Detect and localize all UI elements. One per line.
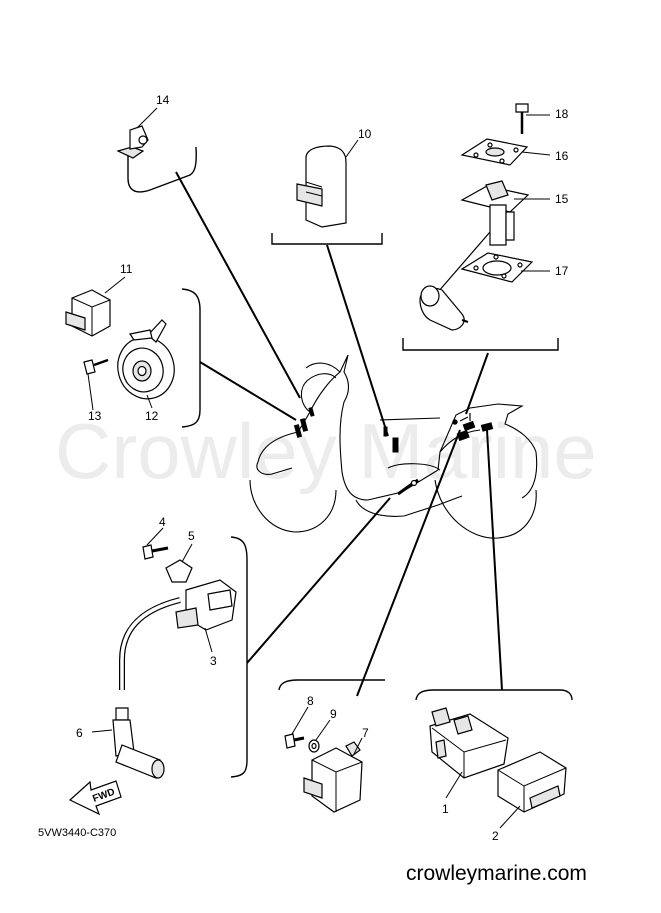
group-fuel-sender (402, 103, 559, 415)
forward-direction-arrow: FWD (68, 780, 122, 816)
callout-10: 10 (358, 127, 372, 141)
diagram-code: 5VW3440-C370 (38, 827, 116, 839)
watermark-text: Crowley Marine (55, 407, 597, 495)
callout-18: 18 (555, 107, 569, 121)
group-10-relay (271, 139, 389, 437)
callout-16: 16 (555, 149, 569, 163)
group-ignition-coil (91, 497, 391, 779)
callout-11: 11 (120, 262, 133, 276)
callout-17: 17 (555, 264, 569, 278)
callout-12: 12 (145, 409, 159, 423)
group-14-bracket (116, 107, 301, 399)
callout-1: 1 (442, 802, 449, 816)
callout-8: 8 (307, 694, 314, 708)
callout-9: 9 (330, 707, 337, 721)
callout-5: 5 (188, 529, 195, 543)
group-horn-flasher (65, 276, 297, 428)
callout-3: 3 (210, 654, 217, 668)
callout-4: 4 (159, 515, 166, 529)
mount-markers (293, 407, 494, 496)
callout-15: 15 (555, 192, 569, 206)
group-7-8-9 (278, 429, 461, 813)
callout-13: 13 (88, 409, 102, 423)
footer-url[interactable]: crowleymarine.com (406, 862, 587, 885)
callout-6: 6 (76, 726, 83, 740)
group-1-2 (415, 429, 573, 829)
callout-14: 14 (156, 93, 170, 107)
callout-7: 7 (362, 726, 369, 740)
callout-2: 2 (492, 829, 499, 843)
